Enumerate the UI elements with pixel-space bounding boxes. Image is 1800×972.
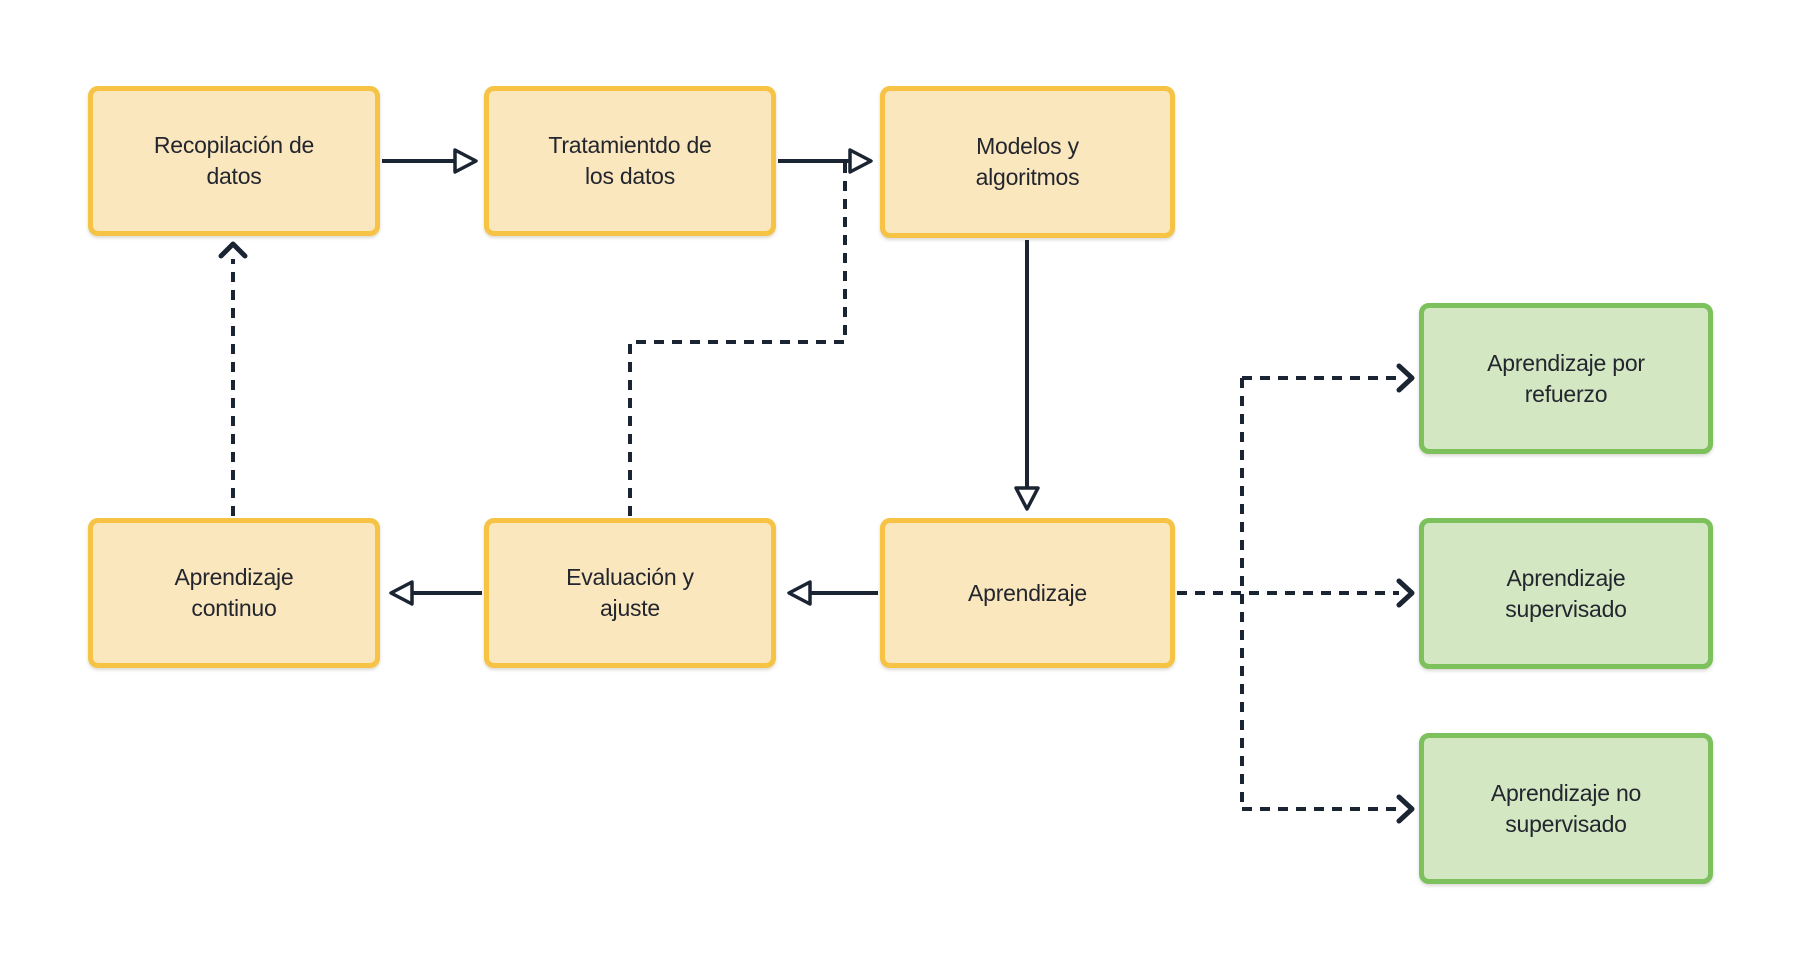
edge-recopilacion-to-tratamiento (382, 148, 478, 174)
node-aprendizaje-no-supervisado: Aprendizaje no supervisado (1419, 733, 1713, 884)
edge-aprendizaje-to-supervisado (1177, 578, 1415, 608)
node-modelos-y-algoritmos: Modelos y algoritmos (880, 86, 1175, 238)
node-aprendizaje-por-refuerzo: Aprendizaje por refuerzo (1419, 303, 1713, 454)
edge-aprendizaje-to-no-supervisado (1242, 794, 1415, 824)
node-label: Aprendizaje no supervisado (1490, 779, 1642, 837)
edge-aprendizaje-to-evaluacion (787, 580, 878, 606)
edge-aprendizaje-continuo-to-recopilacion (218, 241, 248, 516)
edge-tratamiento-to-modelos (778, 148, 873, 174)
node-evaluacion-y-ajuste: Evaluación y ajuste (484, 518, 776, 668)
node-label: Modelos y algoritmos (975, 133, 1080, 190)
node-aprendizaje: Aprendizaje (880, 518, 1175, 668)
edge-aprendizaje-to-refuerzo (1242, 363, 1415, 393)
node-label: Recopilación de datos (153, 132, 315, 189)
node-label: Evaluación y ajuste (566, 564, 694, 621)
node-aprendizaje-continuo: Aprendizaje continuo (88, 518, 380, 668)
node-tratamiento-de-los-datos: Tratamientdo de los datos (484, 86, 776, 236)
node-label: Aprendizaje (968, 579, 1087, 606)
edge-modelos-to-aprendizaje (1014, 240, 1040, 511)
edge-evaluacion-to-aprendizaje-continuo (389, 580, 482, 606)
node-label: Aprendizaje por refuerzo (1487, 349, 1645, 407)
node-label: Aprendizaje supervisado (1505, 564, 1627, 622)
node-label: Tratamientdo de los datos (548, 132, 712, 189)
node-label: Aprendizaje continuo (174, 564, 294, 621)
node-aprendizaje-supervisado: Aprendizaje supervisado (1419, 518, 1713, 669)
node-recopilacion-de-datos: Recopilación de datos (88, 86, 380, 236)
